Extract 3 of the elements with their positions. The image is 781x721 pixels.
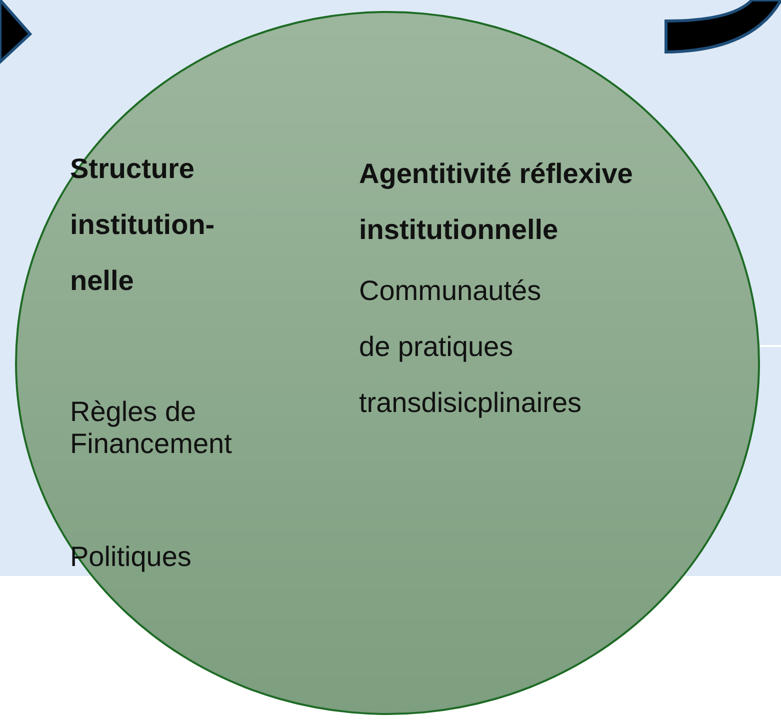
node-text: Règles de Financement [70,396,232,460]
node-heading: Agentitivité réflexive institutionnelle [359,157,633,247]
node-text: Communautés de pratiques transdisicplinaires [359,274,582,420]
